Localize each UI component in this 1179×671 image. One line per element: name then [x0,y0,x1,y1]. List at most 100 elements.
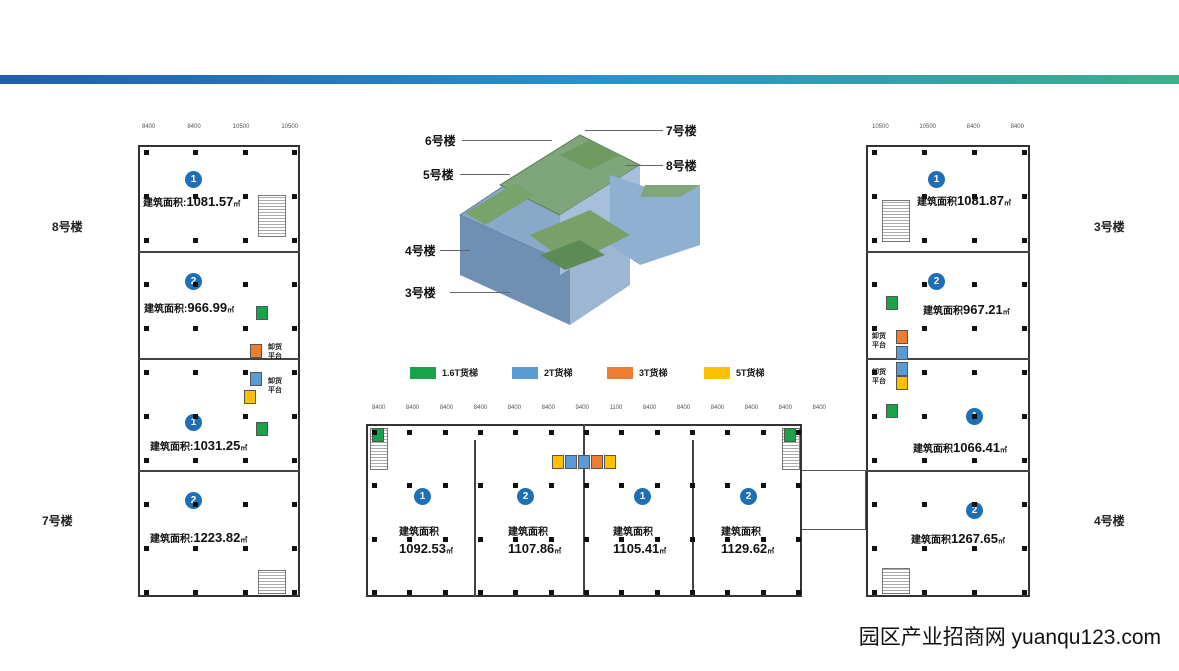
structural-column [292,326,297,331]
legend-label: 3T货梯 [639,368,668,378]
wall [866,251,1030,253]
building-label-7: 7号楼 [42,514,73,528]
structural-column [372,536,377,542]
area-label: 建筑面积 [399,527,439,538]
structural-column [972,326,977,331]
structural-column [872,414,877,419]
structural-column [690,536,695,542]
structural-column [1022,370,1027,375]
legend-label: 2T货梯 [544,368,573,378]
building-label-8: 8号楼 [52,220,83,234]
area-label: 建筑面积: [143,198,187,209]
structural-column [1022,590,1027,595]
structural-column [372,590,377,595]
area-value: 1066.41 [953,440,1000,455]
leader-line [585,130,663,131]
structural-column [144,414,149,419]
legend-swatch [410,366,436,379]
structural-column [1022,150,1027,155]
structural-column [1022,238,1027,243]
dim-label: 10500 [232,124,250,130]
structural-column [513,536,519,542]
structural-column [619,483,625,489]
corridor-connector [800,470,866,530]
structural-column [292,282,297,287]
unit-area: 建筑面积1066.41㎡ [913,440,1007,455]
unit-badge: 1 [185,171,202,188]
render-callout-6: 6号楼 [425,134,456,148]
leader-line [460,174,510,175]
area-unit: ㎡ [1004,200,1011,207]
dim-label: 10500 [872,124,889,130]
structural-column [619,536,625,542]
structural-column [478,536,483,542]
dim-label: 8400 [187,124,201,130]
loading-dock-label: 卸货平台 [872,369,886,385]
wall [866,470,1030,472]
dim-label: 9400 [575,405,589,411]
structural-column [144,546,149,551]
structural-column [584,483,589,489]
structural-column [760,590,766,595]
dim-label: 10500 [281,124,298,130]
header-gradient-bar [0,75,1179,84]
freight-lift-icon [896,362,908,376]
structural-column [513,483,519,489]
dim-label: 8400 [744,405,759,411]
area-value: 966.99 [187,300,228,315]
area-label: 建筑面积 [721,527,761,538]
structural-column [407,430,413,435]
structural-column [922,502,927,507]
structural-column [144,238,149,243]
area-value: 1223.82 [193,530,241,545]
structural-column [193,238,199,243]
area-value: 1107.86 [508,541,555,556]
dim-label: 8400 [966,124,980,130]
area-value: 1129.62 [721,541,768,556]
area-label: 建筑面积 [508,527,548,538]
unit-badge: 2 [740,488,757,505]
freight-lift-icon [591,455,603,469]
unit-badge: 1 [634,488,651,505]
area-value: 967.21 [963,302,1003,317]
structural-column [144,370,149,375]
structural-column [478,430,483,435]
area-label: 建筑面积 [913,444,953,455]
structural-column [242,150,248,155]
structural-column [144,458,149,463]
structural-column [872,458,877,463]
structural-column [242,282,248,287]
structural-column [922,194,927,199]
structural-column [548,430,554,435]
leader-line [625,165,663,166]
area-label: 建筑面积 [613,527,653,538]
freight-lift-icon [886,296,898,310]
dim-label: 8400 [812,405,826,411]
structural-column [972,282,977,287]
dim-label: 8400 [541,405,555,411]
loading-dock-label: 卸货平台 [268,378,282,394]
dim-label: 8400 [778,405,792,411]
structural-column [872,150,877,155]
area-value: 1031.25 [193,438,241,453]
structural-column [242,238,248,243]
structural-column [1022,502,1027,507]
structural-column [442,430,448,435]
wall [138,251,300,253]
structural-column [760,483,766,489]
structural-column [242,590,248,595]
structural-column [513,590,519,595]
freight-lift-icon [784,428,796,442]
legend-swatch [607,366,633,379]
structural-column [292,238,297,243]
left-top-dimensions: 8400 8400 10500 10500 [142,124,298,130]
stairwell [882,568,910,594]
area-label: 建筑面积 [917,197,957,208]
area-label: 建筑面积: [150,534,194,545]
unit-badge: 1 [928,171,945,188]
structural-column [1022,282,1027,287]
leader-line [462,140,552,141]
structural-column [407,590,413,595]
structural-column [292,150,297,155]
